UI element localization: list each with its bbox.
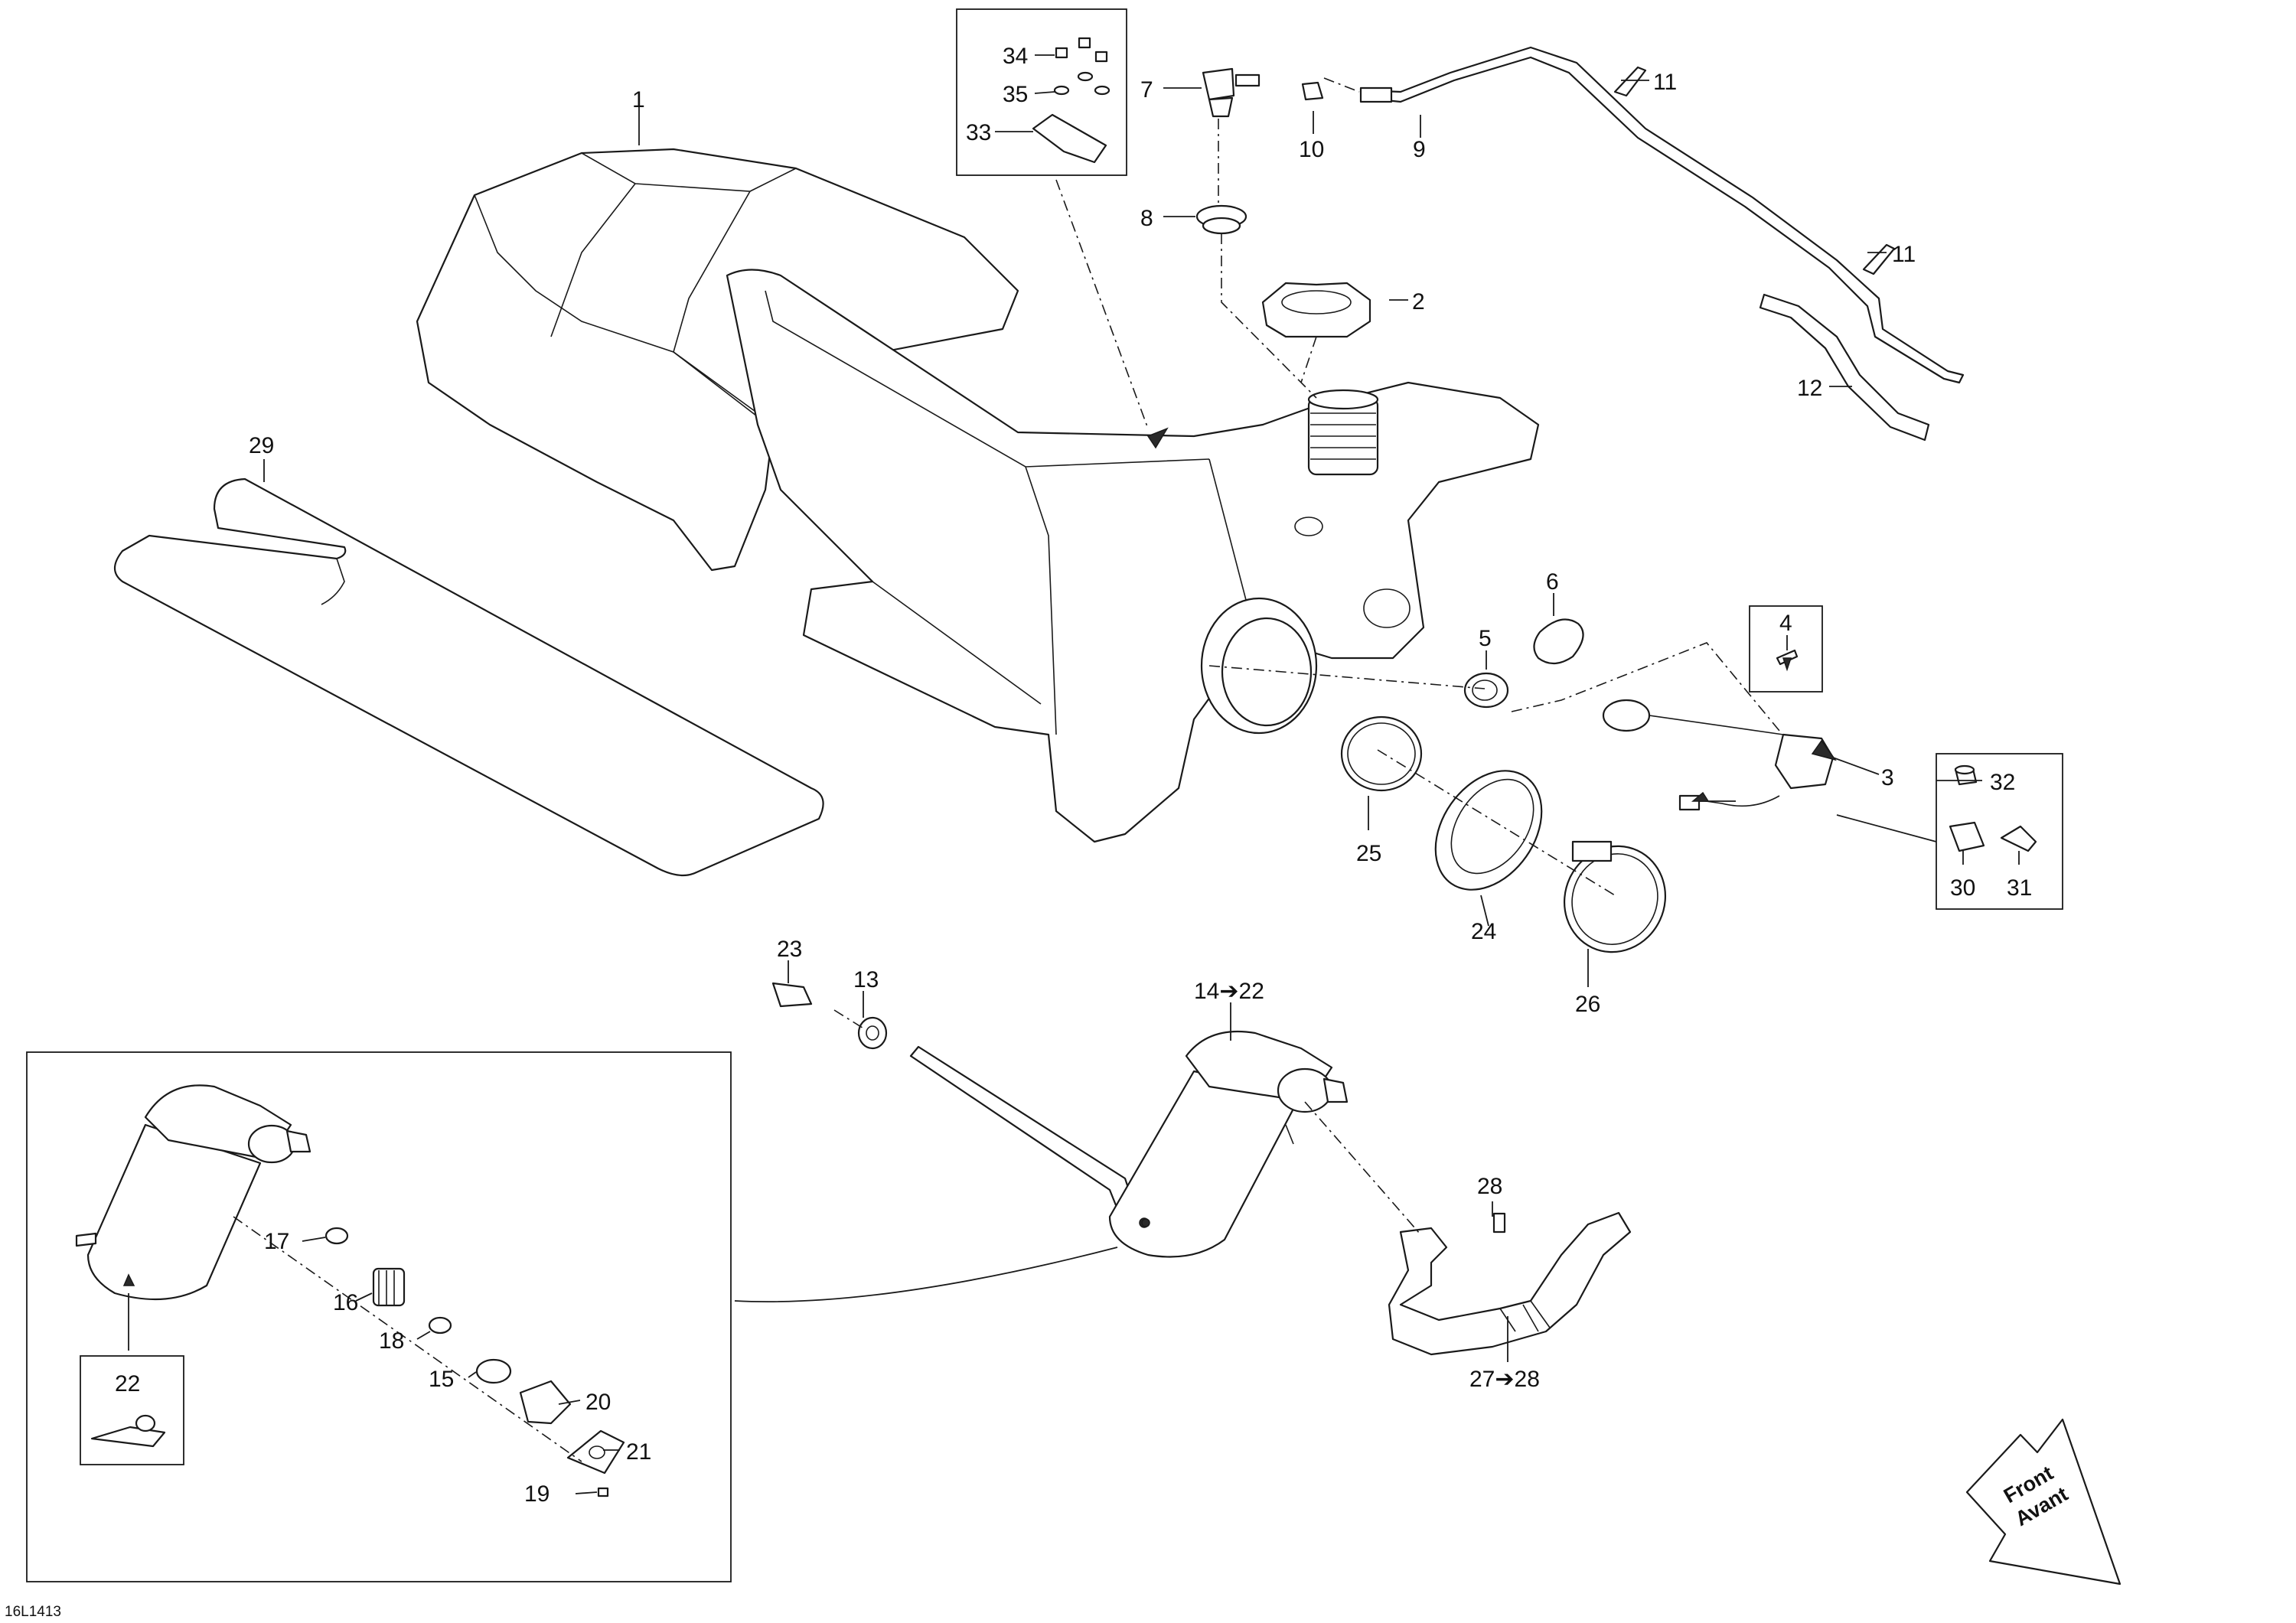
callout-7: 7 (1140, 77, 1153, 103)
pin-part-4 (1776, 649, 1799, 666)
arrow-head (122, 1273, 135, 1286)
o-ring-part-25 (1340, 715, 1423, 792)
fuel-level-sensor-part-3 (1602, 699, 1835, 811)
callout-30: 30 (1950, 875, 1975, 901)
arrow-dot (1141, 1218, 1150, 1227)
pad-part-29 (113, 477, 824, 877)
fuel-tank (726, 269, 1540, 843)
callout-5: 5 (1479, 626, 1492, 651)
hardware-box-33-35 (956, 8, 1127, 176)
callout-24: 24 (1471, 919, 1496, 944)
fuel-line-hose (909, 1045, 1134, 1211)
callout-32: 32 (1990, 770, 2015, 795)
fuel-pump-detail-box (26, 1051, 732, 1582)
callout-1: 1 (632, 87, 645, 112)
callout-21: 21 (626, 1439, 651, 1465)
o-ring-part-17 (325, 1227, 349, 1245)
vent-hose-part-9 (1359, 46, 1965, 384)
callout-13: 13 (853, 967, 879, 992)
callout-28: 28 (1477, 1174, 1502, 1199)
callout-20: 20 (585, 1390, 611, 1415)
callout-35: 35 (1003, 82, 1028, 107)
pump-bracket-part-22 (90, 1414, 166, 1448)
callout-17: 17 (264, 1229, 289, 1254)
callout-2: 2 (1412, 289, 1425, 314)
clip-part-30 (1949, 821, 1985, 852)
callout-12: 12 (1797, 376, 1822, 401)
cap-part-2 (1261, 282, 1371, 338)
callout-33: 33 (966, 120, 991, 145)
o-ring-part-15 (475, 1358, 512, 1384)
plate-part-21 (566, 1429, 625, 1475)
callout-25: 25 (1356, 841, 1381, 866)
callout-18: 18 (379, 1328, 404, 1354)
callout-8: 8 (1140, 206, 1153, 231)
callout-3: 3 (1881, 765, 1894, 790)
gasket-part-6 (1533, 618, 1584, 665)
callout-16: 16 (333, 1290, 358, 1315)
callout-9: 9 (1413, 137, 1426, 162)
inset-box-22 (80, 1355, 184, 1465)
callout-15: 15 (429, 1367, 454, 1392)
fuel-filter-part-16 (372, 1267, 406, 1307)
arrow-head (1691, 791, 1710, 802)
washer-part-35 (1053, 71, 1110, 96)
callout-22: 22 (115, 1371, 140, 1396)
arrow-head (1782, 657, 1792, 672)
callout-10: 10 (1299, 137, 1324, 162)
nut-part-32 (1954, 764, 1978, 786)
bracket-part-33 (1032, 113, 1107, 164)
clip-part-11-top (1613, 66, 1647, 97)
fitting-part-23 (771, 982, 813, 1008)
callout-6: 6 (1546, 569, 1559, 595)
callout-11-top: 11 (1653, 70, 1677, 95)
fitting-part-10 (1301, 81, 1324, 101)
callout-11-lower: 11 (1892, 242, 1916, 267)
callout-4: 4 (1779, 611, 1792, 636)
callout-19: 19 (524, 1481, 550, 1507)
connector-box-30-32 (1936, 753, 2063, 910)
hose-clip-part-28 (1492, 1212, 1506, 1234)
vent-valve-part-7 (1202, 67, 1261, 118)
hose-part-12 (1759, 293, 1930, 442)
screw-part-19 (597, 1487, 609, 1498)
front-direction-arrow: Front Avant (1965, 1418, 2122, 1586)
grommet-part-5 (1463, 672, 1509, 709)
grommet-part-13 (857, 1016, 888, 1050)
clip-part-11-lower (1862, 243, 1896, 275)
fuel-pump-inset (75, 1084, 311, 1301)
leader-line (128, 54, 2020, 1494)
inset-box-4 (1749, 605, 1823, 693)
clamp-part-26 (1563, 840, 1667, 953)
fuel-pump-assembly-main (1108, 1030, 1349, 1258)
callout-31: 31 (2007, 875, 2032, 901)
pump-outlet-hose-part-27 (1388, 1211, 1632, 1356)
screw-part-34 (1055, 37, 1108, 63)
callout-34: 34 (1003, 44, 1028, 69)
callout-14-22: 14➔22 (1194, 979, 1264, 1004)
figure-code: 16L1413 (5, 1604, 61, 1620)
regulator-part-20 (519, 1380, 572, 1425)
clip-part-31 (2000, 825, 2037, 852)
callout-26: 26 (1575, 992, 1600, 1017)
callout-27-28: 27➔28 (1469, 1367, 1540, 1392)
o-ring-part-18 (428, 1316, 452, 1335)
grommet-part-8 (1195, 204, 1247, 235)
retaining-ring-part-24 (1434, 770, 1543, 891)
callout-23: 23 (777, 937, 802, 962)
assembly-line (233, 77, 1780, 1462)
arrow-head (1811, 739, 1837, 761)
callout-29: 29 (249, 433, 274, 458)
